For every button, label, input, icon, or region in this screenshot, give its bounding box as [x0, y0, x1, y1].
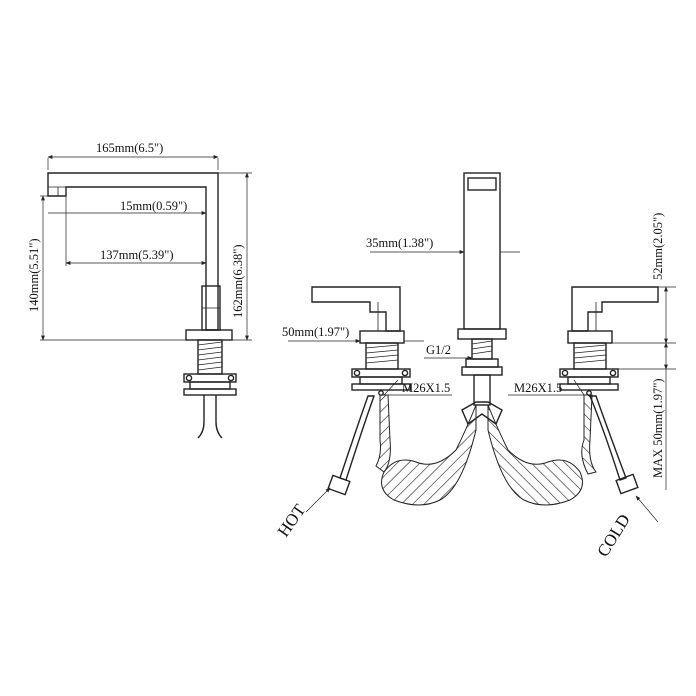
cold-label: COLD — [593, 511, 634, 560]
dim-spout-height-label: 140mm(5.51") — [27, 239, 41, 313]
thread-spout-label: G1/2 — [426, 343, 451, 357]
side-spout-outline — [47, 172, 219, 331]
thread-left-label: M26X1.5 — [402, 381, 450, 395]
front-spout — [457, 172, 507, 406]
thread-right-label: M26X1.5 — [514, 381, 562, 395]
dim-max-deck-label: MAX 50mm(1.97") — [651, 378, 665, 478]
braided-hoses — [381, 401, 583, 506]
dim-spout-tip-label: 15mm(0.59") — [120, 199, 187, 213]
dim-spout-width-label: 35mm(1.38") — [366, 236, 433, 250]
dim-handle-top-label: 52mm(2.05") — [651, 213, 665, 280]
hot-label: HOT — [274, 500, 310, 540]
left-supply-hose — [327, 394, 391, 496]
dim-width-label: 165mm(6.5") — [96, 141, 163, 155]
side-hose — [197, 395, 205, 439]
side-threaded-shank — [197, 339, 223, 375]
dim-total-height-label: 162mm(6.38") — [231, 245, 245, 319]
dim-handle-height-label: 50mm(1.97") — [282, 325, 349, 339]
side-view: 165mm(6.5") 15mm(0.59") 137mm(5.39") 140… — [27, 141, 252, 439]
dim-reach-label: 137mm(5.39") — [100, 248, 174, 262]
hot-arrow — [305, 487, 331, 513]
right-supply-hose — [581, 394, 639, 495]
front-view: HOT COLD 35mm(1.38") 50mm(1.97") G1/2 M2… — [274, 172, 676, 560]
front-right-valve — [559, 286, 659, 396]
side-base-flange — [185, 329, 233, 341]
front-left-valve — [311, 286, 411, 396]
cold-arrow — [635, 495, 659, 523]
